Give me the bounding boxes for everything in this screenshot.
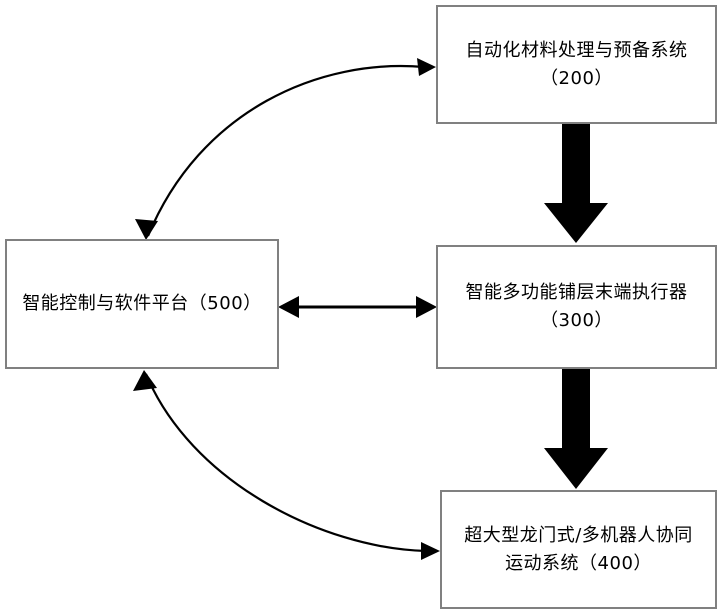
node-intelligent-control-software-platform[interactable]: 智能控制与软件平台（500）	[5, 239, 279, 369]
edge-200-to-300	[544, 122, 608, 243]
edge-500-to-400	[133, 370, 440, 560]
node-300-label: 智能多功能铺层末端执行器 （300）	[465, 282, 688, 331]
node-gantry-multirobot-motion-system[interactable]: 超大型龙门式/多机器人协同 运动系统（400）	[440, 490, 717, 609]
node-500-label: 智能控制与软件平台（500）	[22, 293, 262, 314]
edge-500-to-200	[135, 58, 436, 240]
node-200-label: 自动化材料处理与预备系统 （200）	[465, 39, 688, 89]
edge-500-to-300	[278, 296, 437, 318]
edge-300-to-400	[544, 367, 608, 489]
node-automated-material-handling-system[interactable]: 自动化材料处理与预备系统 （200）	[436, 5, 717, 124]
node-intelligent-multifunction-layup-end-effector[interactable]: 智能多功能铺层末端执行器 （300）	[436, 245, 717, 369]
node-400-label: 超大型龙门式/多机器人协同 运动系统（400）	[464, 524, 693, 574]
